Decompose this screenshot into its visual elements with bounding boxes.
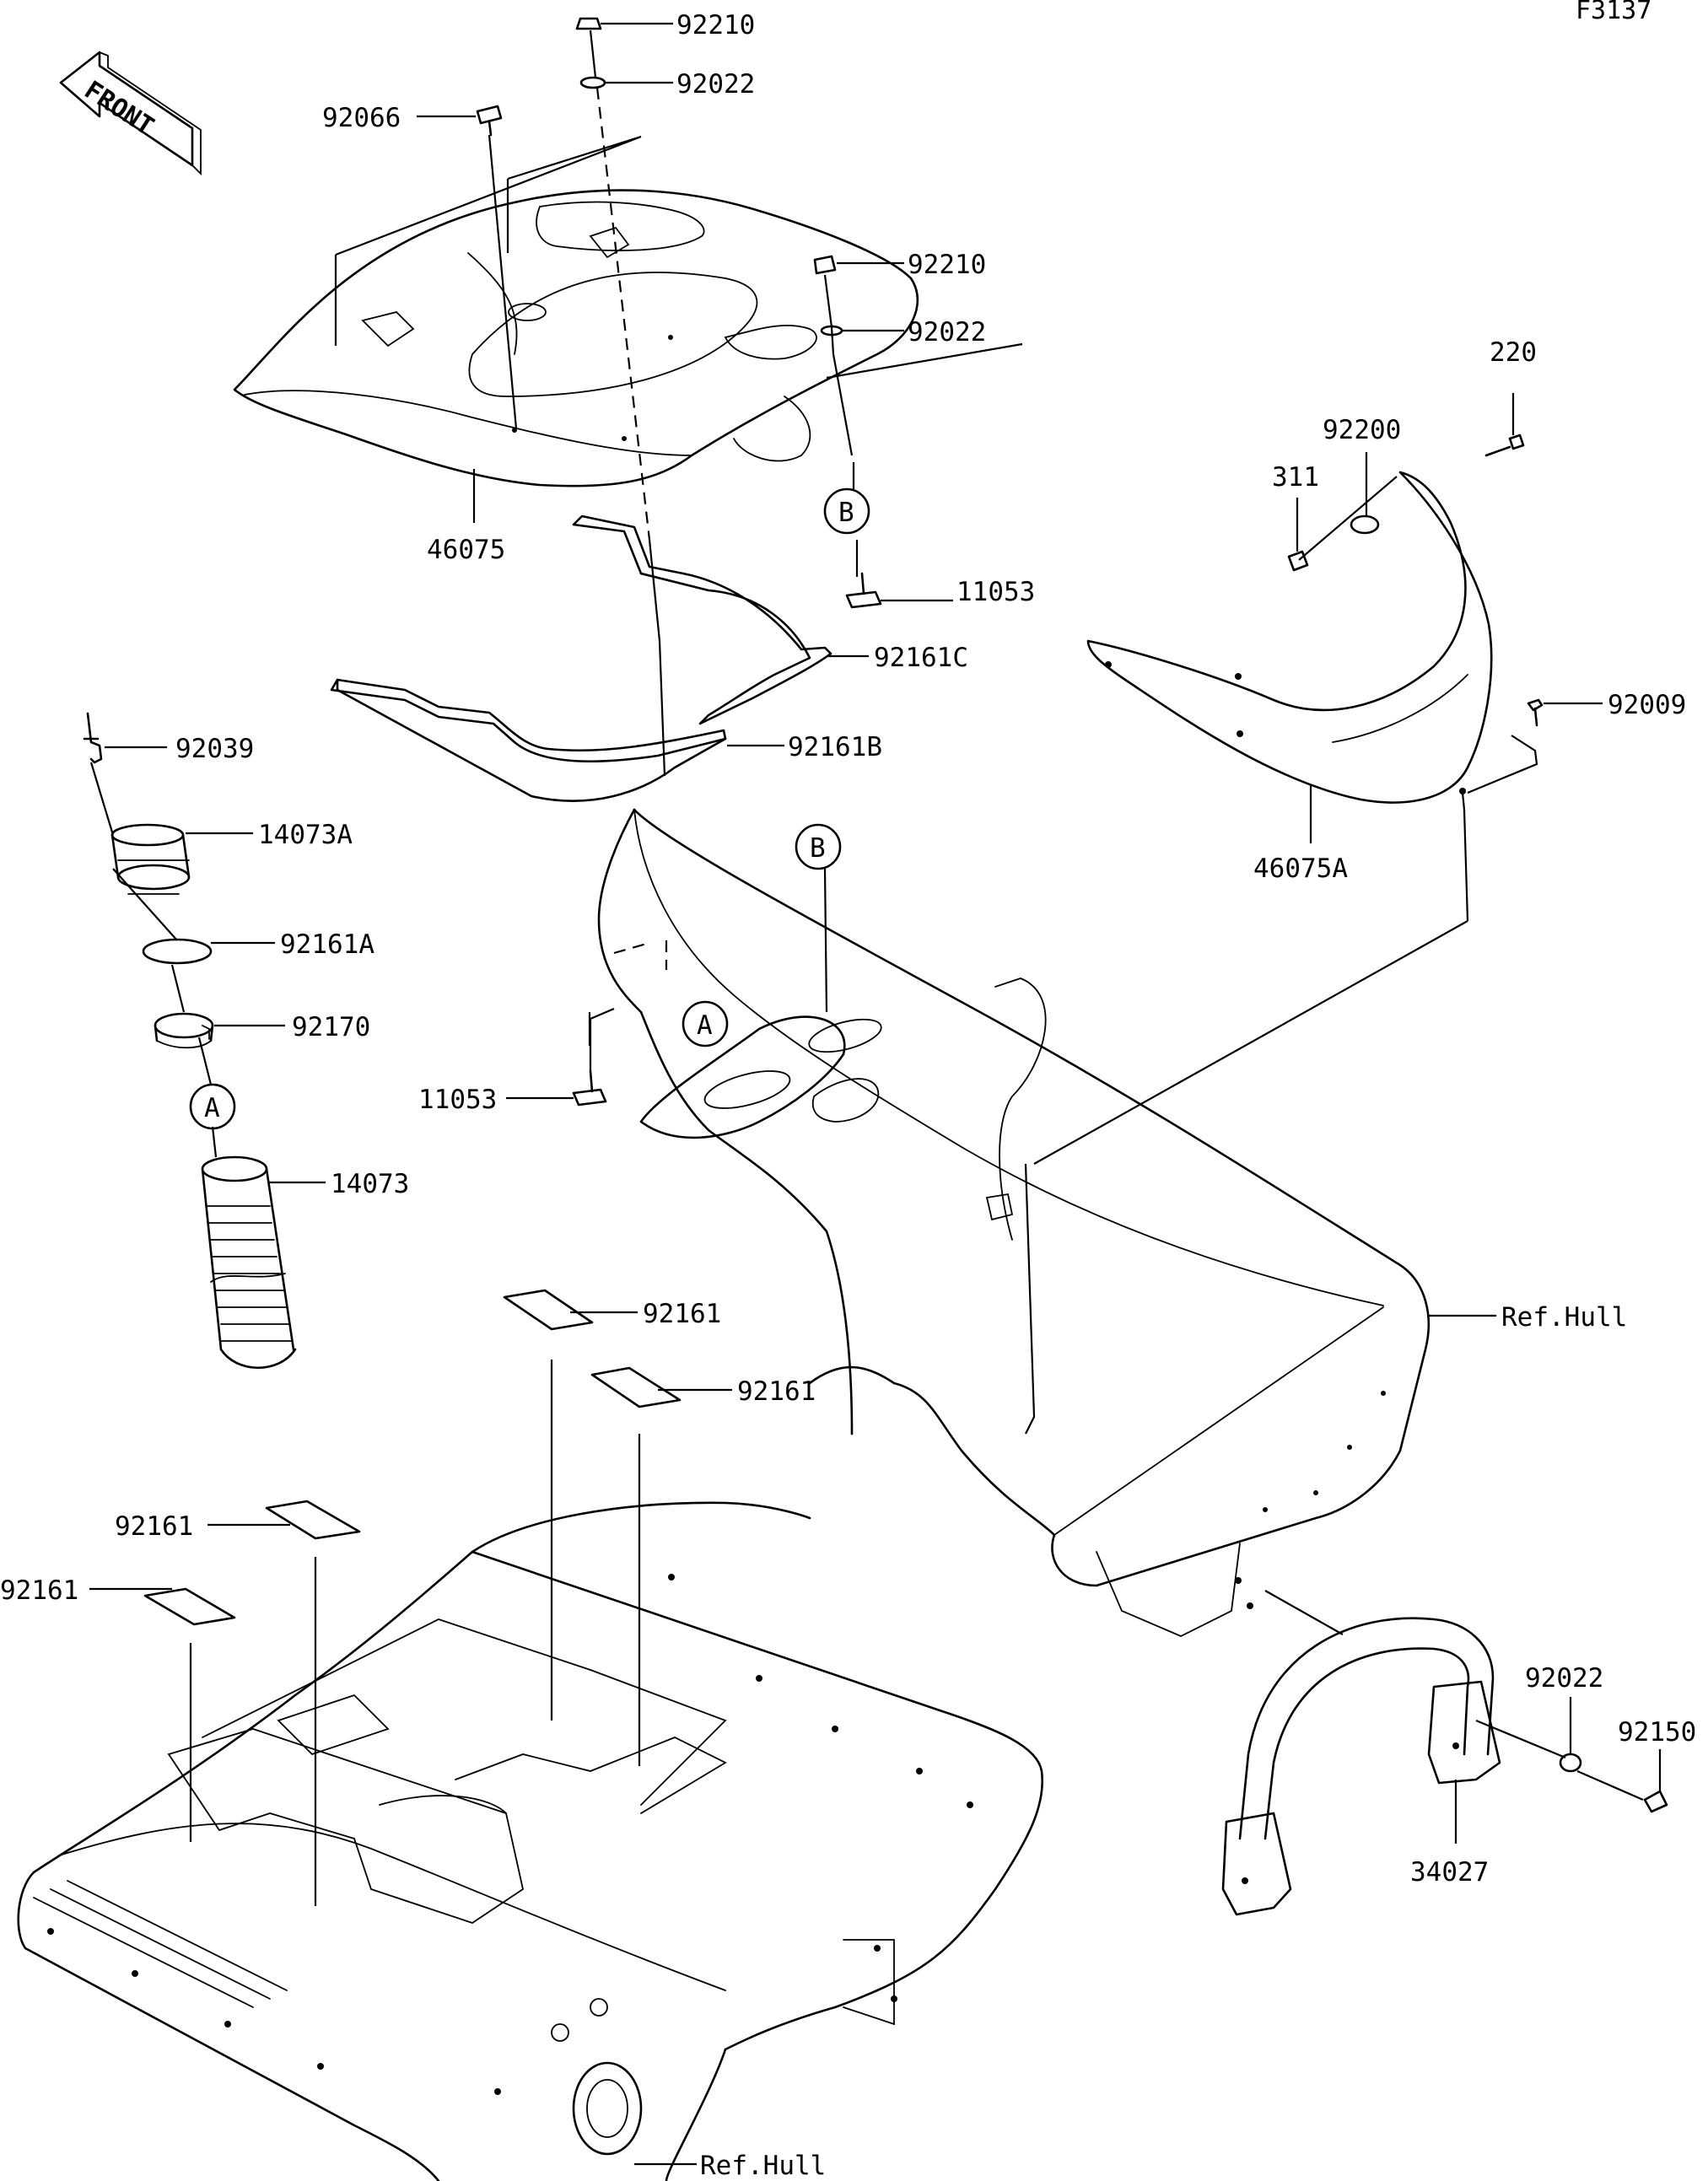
bolt-92066 [476,105,503,137]
reference-marker-a-mid: A [682,1000,729,1047]
svg-text:92022: 92022 [676,69,755,100]
svg-text:34027: 34027 [1410,1857,1489,1888]
callout-92009: 92009 [1544,690,1686,720]
callout-92161-d: 92161 [0,1575,172,1606]
svg-text:92161: 92161 [0,1575,78,1606]
nut-92210-mid [813,255,837,275]
svg-text:92039: 92039 [175,734,254,764]
callout-92022-mid: 92022 [842,317,986,347]
reference-marker-b-top: B [823,487,870,535]
diagram-code: F3137 [1576,0,1651,25]
svg-text:Ref.Hull: Ref.Hull [1501,1302,1627,1333]
pad-92161-b [590,1366,682,1408]
svg-text:92210: 92210 [908,250,986,280]
svg-text:92161B: 92161B [788,732,882,762]
svg-text:92022: 92022 [1525,1663,1603,1694]
pad-92161-d [143,1587,236,1626]
intake-hose-14073 [201,1155,297,1369]
clip-11053-mid [572,1069,607,1107]
callout-92161-b: 92161 [658,1376,816,1407]
rear-cover-46075A [1086,471,1493,804]
callout-11053-mid: 11053 [418,1085,574,1115]
svg-text:311: 311 [1272,462,1319,493]
callout-34027: 34027 [1410,1780,1489,1888]
callout-92210-mid: 92210 [837,250,986,280]
callout-14073: 14073 [268,1169,409,1199]
callout-92022-bottom: 92022 [1525,1663,1603,1754]
svg-text:92161: 92161 [737,1376,816,1407]
callout-92161B: 92161B [727,732,882,762]
clip-11053-top [845,572,882,609]
callout-92210-top: 92210 [601,10,755,40]
callout-14073A: 14073A [186,820,353,850]
pin-92039 [83,712,103,764]
svg-text:92161A: 92161A [280,929,374,960]
bolt-92150 [1643,1790,1668,1813]
seat-deck-panel-46075 [233,189,919,487]
callout-311: 311 [1272,462,1319,552]
gasket-92161B [330,678,727,802]
nut-92210-top [575,17,602,30]
svg-text:92161: 92161 [643,1299,721,1329]
callout-220: 220 [1490,337,1537,435]
svg-text:92161C: 92161C [874,643,968,673]
svg-text:92161: 92161 [115,1511,193,1542]
svg-text:Ref.Hull: Ref.Hull [700,2151,826,2181]
svg-text:46075: 46075 [427,535,505,565]
callout-92161C: 92161C [828,643,968,673]
o-ring-92161A [142,938,213,965]
callout-ref-hull-right: Ref.Hull [1429,1302,1627,1333]
reference-marker-a-left: A [189,1083,236,1130]
callout-92066: 92066 [322,103,476,133]
svg-text:14073A: 14073A [258,820,353,850]
gasket-92161C [572,514,832,725]
duct-flange-14073A [110,823,191,895]
washer-92022-top [579,76,606,89]
svg-text:A: A [697,1010,713,1041]
callout-92170: 92170 [214,1012,370,1042]
pad-92161-a [503,1289,594,1331]
svg-text:14073: 14073 [331,1169,409,1199]
callout-11053-top: 11053 [881,577,1035,607]
callout-92150: 92150 [1618,1717,1696,1791]
callout-46075A: 46075A [1253,784,1348,884]
callout-92161A: 92161A [211,929,374,960]
callout-92200: 92200 [1323,415,1401,516]
nut-311 [1287,550,1309,572]
svg-text:92210: 92210 [676,10,755,40]
svg-text:92066: 92066 [322,103,401,133]
svg-text:A: A [204,1093,220,1123]
svg-text:B: B [810,833,826,864]
svg-text:11053: 11053 [418,1085,497,1115]
hull-upper [597,808,1431,1637]
washer-92200 [1350,514,1380,535]
svg-text:220: 220 [1490,337,1537,368]
clamp-92170 [154,1012,214,1049]
callout-ref-hull-bottom: Ref.Hull [634,2151,826,2181]
svg-text:92170: 92170 [292,1012,370,1042]
grab-handle-34027 [1221,1617,1501,1916]
svg-text:92200: 92200 [1323,415,1401,445]
svg-text:92009: 92009 [1608,690,1686,720]
callout-92161-a: 92161 [570,1299,721,1329]
svg-text:92150: 92150 [1618,1717,1696,1747]
front-direction-arrow: FRONT [59,51,202,176]
callout-92039: 92039 [105,734,254,764]
svg-text:92022: 92022 [908,317,986,347]
svg-text:B: B [838,498,854,528]
svg-text:46075A: 46075A [1253,854,1348,884]
reference-marker-b-mid: B [795,823,842,870]
callout-92022-top: 92022 [606,69,755,100]
callout-46075: 46075 [427,469,505,565]
hull-lower [17,1501,1044,2181]
pad-92161-c [265,1500,361,1540]
bolt-220 [1484,434,1525,457]
screw-92009 [1527,698,1544,727]
svg-text:11053: 11053 [956,577,1035,607]
callout-92161-c: 92161 [115,1511,290,1542]
